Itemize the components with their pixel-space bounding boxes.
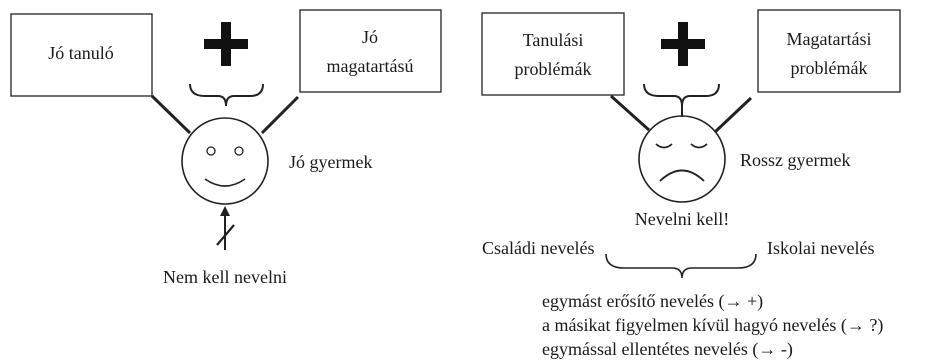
connector-right-right — [713, 96, 753, 134]
box-learning-problems-line1: Tanulási — [523, 30, 584, 50]
crossed-arrow-icon — [216, 206, 235, 250]
box-behavior-problems: Magatartási problémák — [757, 9, 901, 93]
left-panel: Jó tanuló Jó magatartású Jó gyermek Nem … — [10, 9, 442, 287]
brace-right — [643, 83, 720, 107]
brace — [189, 83, 264, 107]
box-good-student: Jó tanuló — [10, 13, 153, 97]
good-child-label: Jó gyermek — [289, 152, 372, 172]
box-learning-problems-line2: problémák — [515, 59, 592, 79]
plus-symbol — [204, 22, 248, 66]
right-panel: Tanulási problémák Magatartási problémák… — [481, 9, 901, 360]
connector-left-right — [609, 94, 651, 132]
outcome-ignoring: a másikat figyelmen kívül hagyó nevelés … — [542, 315, 883, 336]
happy-face-icon — [181, 117, 269, 205]
no-need-to-educate-label: Nem kell nevelni — [163, 267, 287, 287]
school-education-label: Iskolai nevelés — [767, 238, 874, 258]
brace-bottom — [605, 253, 757, 279]
plus-symbol-right — [661, 22, 705, 66]
box-good-behavior-line1: Jó — [362, 27, 378, 47]
box-learning-problems: Tanulási problémák — [481, 12, 625, 96]
connector-left — [150, 94, 192, 135]
sad-face-icon — [638, 115, 726, 203]
outcome-contradictory: egymással ellentétes nevelés (→ -) — [542, 339, 793, 360]
box-behavior-problems-line2: problémák — [791, 58, 868, 78]
family-education-label: Családi nevelés — [482, 238, 594, 258]
box-good-behavior-line2: magatartású — [327, 56, 414, 76]
box-good-student-label: Jó tanuló — [48, 43, 114, 63]
box-behavior-problems-line1: Magatartási — [787, 29, 872, 49]
box-good-behavior: Jó magatartású — [299, 9, 442, 93]
connector-right — [260, 95, 300, 135]
need-to-educate-label: Nevelni kell! — [635, 209, 729, 229]
bad-child-label: Rossz gyermek — [740, 150, 850, 170]
outcome-reinforcing: egymást erősítő nevelés (→ +) — [542, 291, 763, 312]
